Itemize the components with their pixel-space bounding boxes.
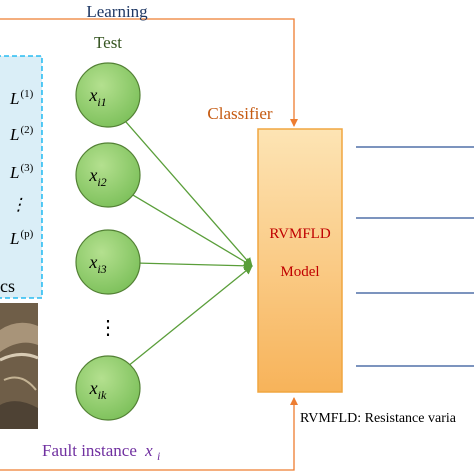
learning-feedback-line [0,18,298,127]
test-arrow [139,261,253,271]
classifier-label: Classifier [207,104,272,123]
feature-item: L(p) [9,228,34,248]
sample-photo [0,303,39,429]
left-cut-text: cs [0,276,15,296]
test-node-label: xi3 [88,252,106,276]
fault-instance-label: Fault instance x i [42,441,160,463]
bottom-feedback-line [0,397,298,471]
feature-item: L(2) [9,124,34,144]
fault-instance-var: x [144,441,153,460]
model-title: RVMFLD [269,226,330,242]
footnote: RVMFLD: Resistance varia [300,411,457,426]
feature-sup: (p) [20,228,33,240]
fault-instance-text: Fault instance [42,441,137,460]
feature-base: ⋮ [10,195,27,214]
test-label: Test [94,33,122,52]
learning-label: Learning [86,2,148,21]
feature-box [0,55,43,299]
feature-sup: (1) [20,88,33,100]
feature-sup: (2) [20,124,33,136]
feature-sup: (3) [20,162,33,174]
feature-item: L(3) [9,162,34,182]
test-node-sub: i1 [97,95,106,109]
test-node-label: xik [89,378,107,402]
test-node [75,62,141,128]
test-node-var: x [88,165,97,185]
test-node-label: xi2 [88,165,106,189]
test-node-var: x [89,378,98,398]
feature-base: L [9,229,19,248]
feature-base: L [9,89,19,108]
feature-item: ⋮ [10,195,27,214]
model-box [257,128,343,393]
test-node-label: xi1 [88,85,106,109]
test-node [75,229,141,295]
test-arrow [129,265,253,366]
test-node [75,355,141,421]
model-subtitle: Model [280,264,319,280]
feature-list: L(1)L(2)L(3)⋮L(p) [9,88,34,248]
test-node-var: x [88,85,97,105]
test-arrow [132,194,253,267]
test-node-sub: i2 [97,175,106,189]
test-arrow [125,121,253,267]
feature-base: L [9,125,19,144]
fault-instance-sub: i [157,449,160,463]
feature-base: L [9,163,19,182]
test-node-var: x [88,252,97,272]
feature-item: L(1) [9,88,34,108]
test-node-sub: i3 [97,262,106,276]
test-node-sub: ik [98,388,107,402]
test-node-ellipsis: ⋮ [98,317,118,339]
test-node [75,142,141,208]
